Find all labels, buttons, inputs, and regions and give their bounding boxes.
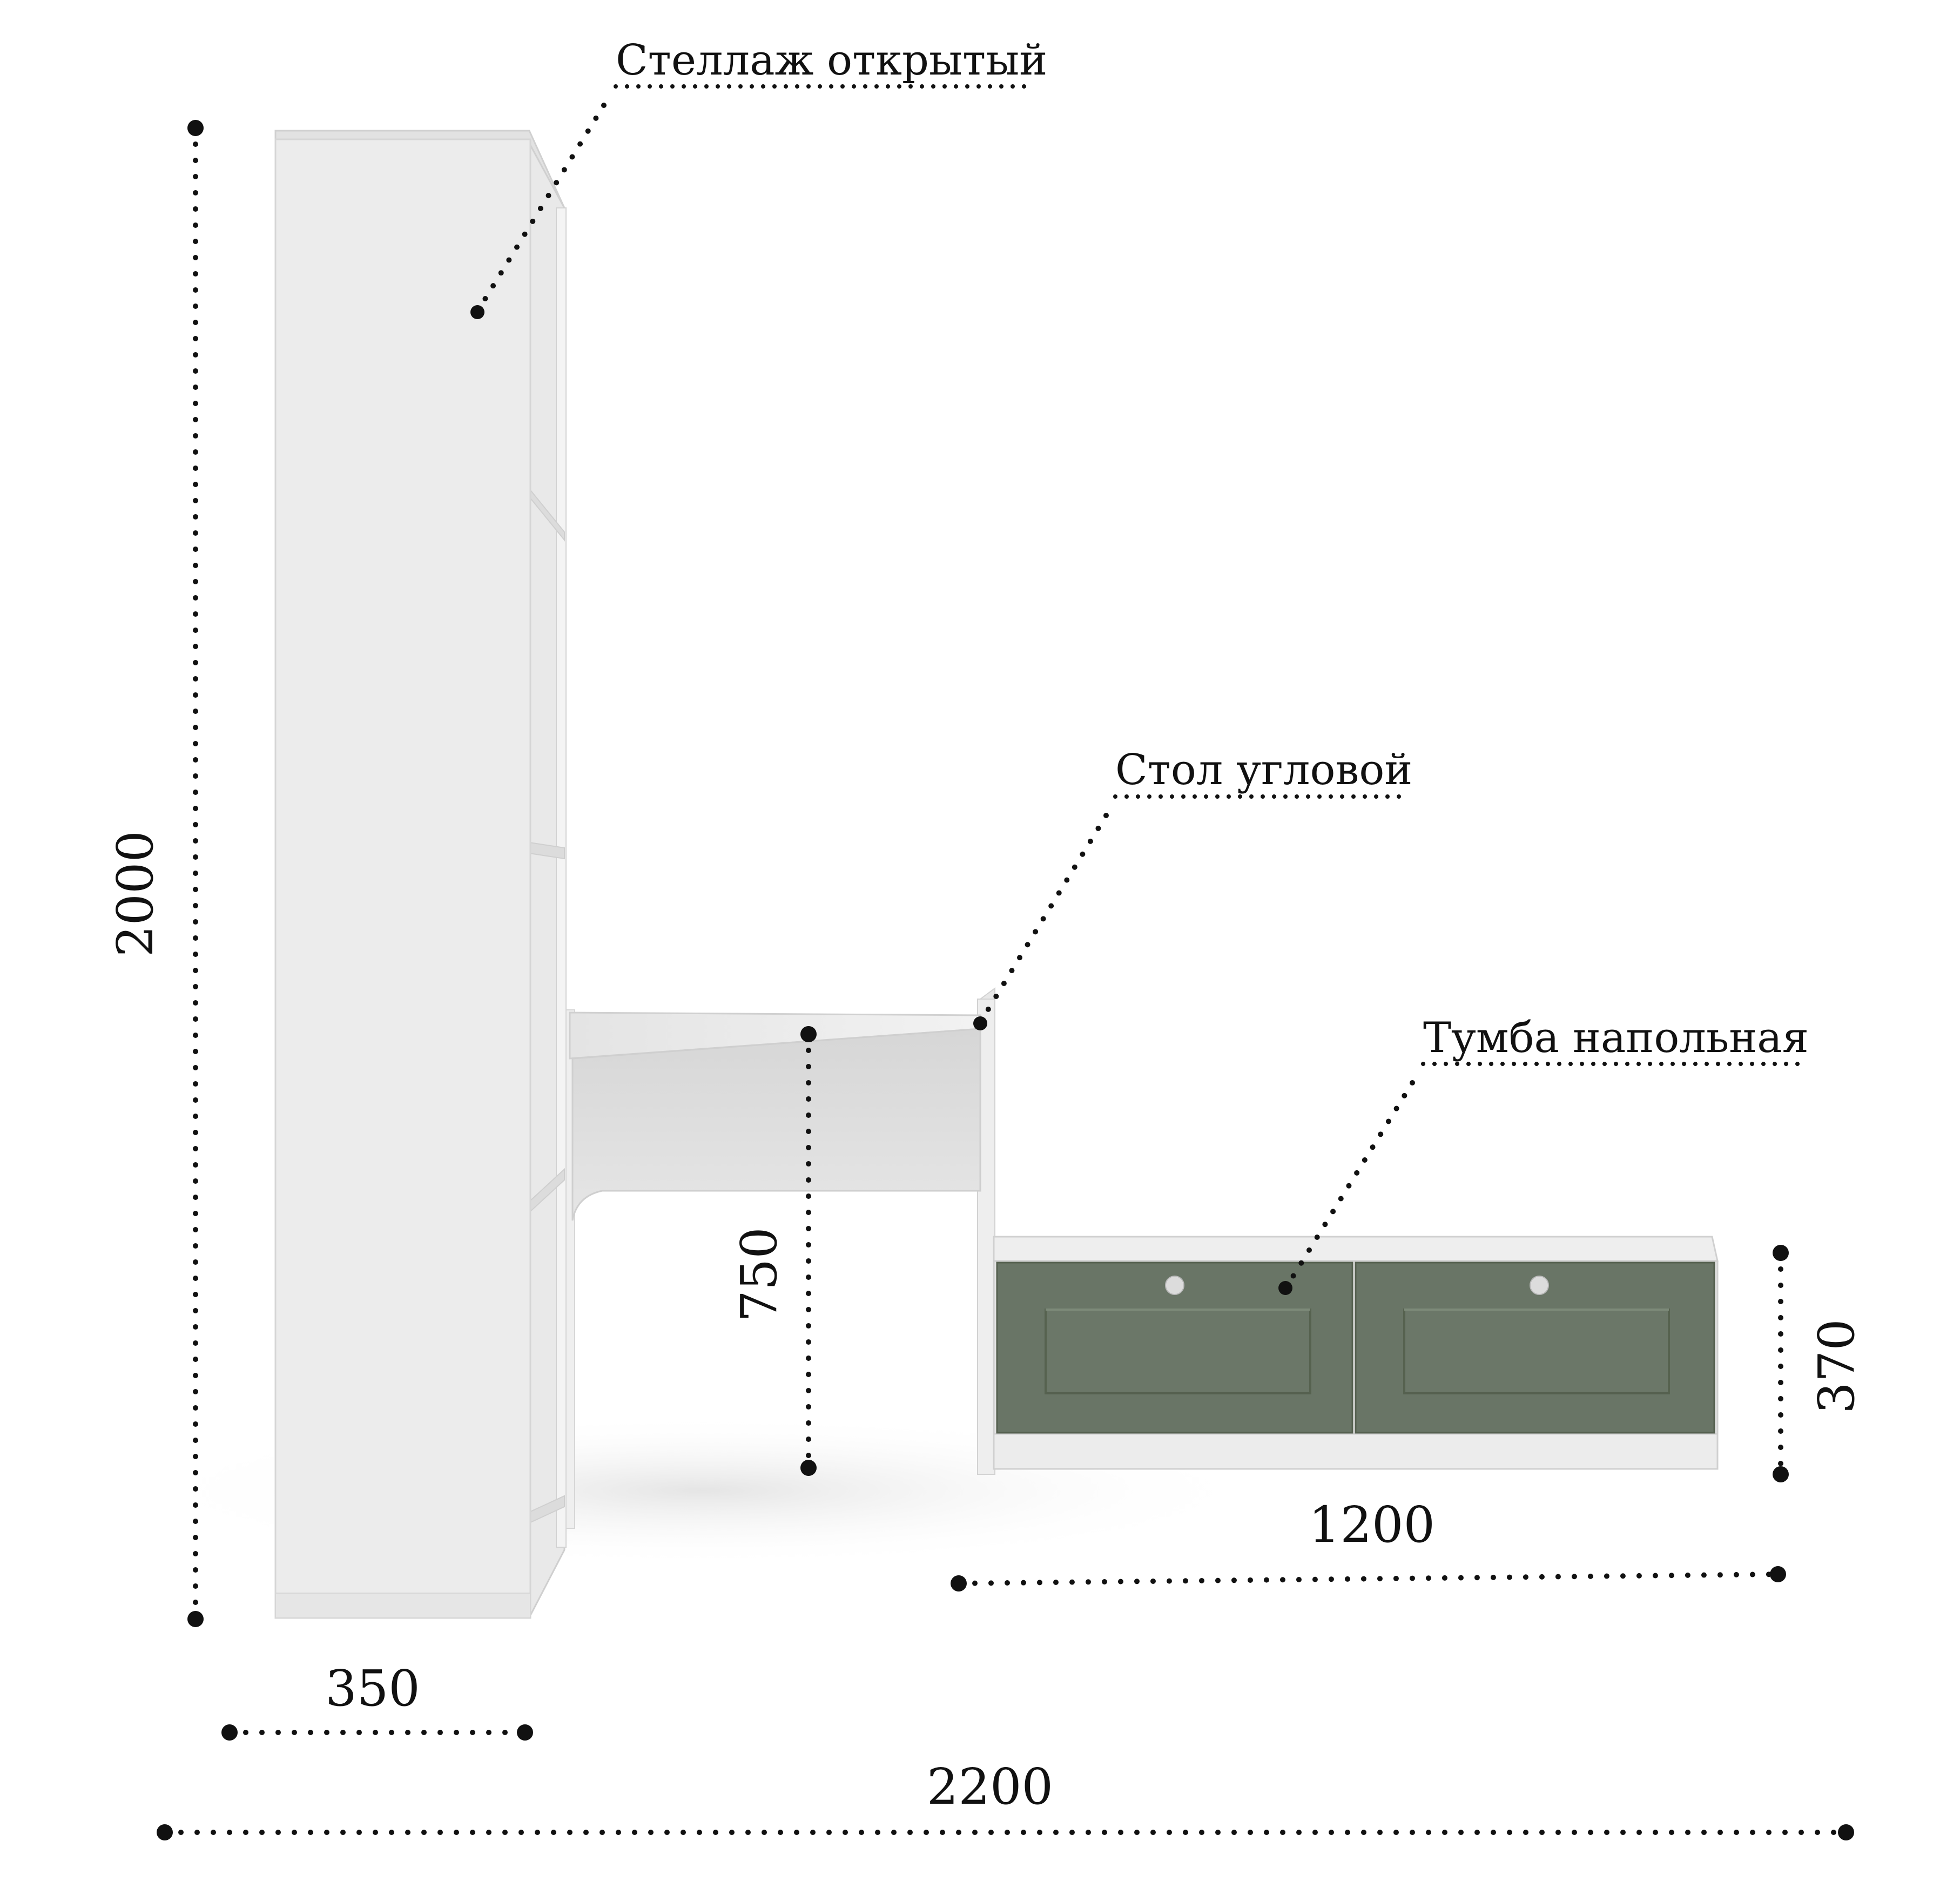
label-desk: Стол угловой xyxy=(1115,746,1412,794)
desk-front-panel xyxy=(571,1028,981,1221)
label-shelving: Стеллаж открытый xyxy=(616,36,1047,85)
leader-desk xyxy=(980,813,1109,1021)
dim-shelving-depth: 350 xyxy=(221,1660,533,1741)
dim-cabinet-height-start-dot xyxy=(1773,1245,1789,1261)
dim-cabinet-width-value: 1200 xyxy=(1309,1496,1435,1554)
knob-right-icon xyxy=(1530,1276,1549,1295)
dim-total-width-value: 2200 xyxy=(927,1758,1053,1816)
door-right-panel xyxy=(1403,1309,1670,1394)
knob-left-icon xyxy=(1165,1276,1184,1295)
callout-shelving: Стеллаж открытый xyxy=(470,36,1047,319)
dim-cabinet-height-value: 370 xyxy=(1808,1319,1865,1414)
door-left-panel xyxy=(1045,1309,1311,1394)
dim-total-height-value: 2000 xyxy=(106,831,164,957)
dim-cabinet-width-start-dot xyxy=(951,1575,967,1591)
cabinet-plinth xyxy=(993,1433,1719,1470)
callout-desk: Стол угловой xyxy=(973,746,1412,1030)
dim-shelving-depth-value: 350 xyxy=(325,1660,420,1717)
dim-desk-height-value: 750 xyxy=(730,1227,788,1322)
dim-total-height-end-dot xyxy=(187,1611,204,1627)
label-cabinet: Тумба напольная xyxy=(1423,1014,1809,1062)
desk-right-leg xyxy=(977,999,995,1475)
leader-desk-dot xyxy=(973,1016,987,1030)
dim-cabinet-width: 1200 xyxy=(951,1496,1786,1591)
callout-cabinet: Тумба напольная xyxy=(1278,1014,1809,1295)
leader-shelving-dot xyxy=(470,305,484,319)
dim-total-width-start-dot xyxy=(157,1824,173,1840)
leader-cabinet-dot xyxy=(1278,1281,1292,1295)
dim-desk-height-start-dot xyxy=(800,1026,817,1042)
shelving-plinth xyxy=(275,1593,531,1618)
dim-total-width-end-dot xyxy=(1838,1824,1854,1840)
dim-total-width: 2200 xyxy=(157,1758,1854,1840)
dim-desk-height-end-dot xyxy=(800,1460,817,1476)
dim-total-height-start-dot xyxy=(187,120,204,136)
dim-shelving-depth-start-dot xyxy=(221,1724,238,1741)
cabinet-top xyxy=(993,1236,1719,1262)
dim-total-height: 2000 xyxy=(106,120,204,1627)
leader-shelving xyxy=(475,103,607,313)
corner-desk xyxy=(565,987,995,1529)
shelving-side-panel xyxy=(274,138,531,1619)
shelving-back-edge xyxy=(556,207,567,1548)
open-shelving-unit xyxy=(274,130,567,1619)
dim-shelving-depth-end-dot xyxy=(517,1724,533,1741)
dim-cabinet-height-end-dot xyxy=(1773,1466,1789,1482)
dim-desk-height: 750 xyxy=(730,1026,817,1476)
dim-cabinet-width-end-dot xyxy=(1770,1566,1786,1582)
floor-cabinet xyxy=(993,1236,1719,1470)
dim-cabinet-height: 370 xyxy=(1773,1245,1865,1482)
